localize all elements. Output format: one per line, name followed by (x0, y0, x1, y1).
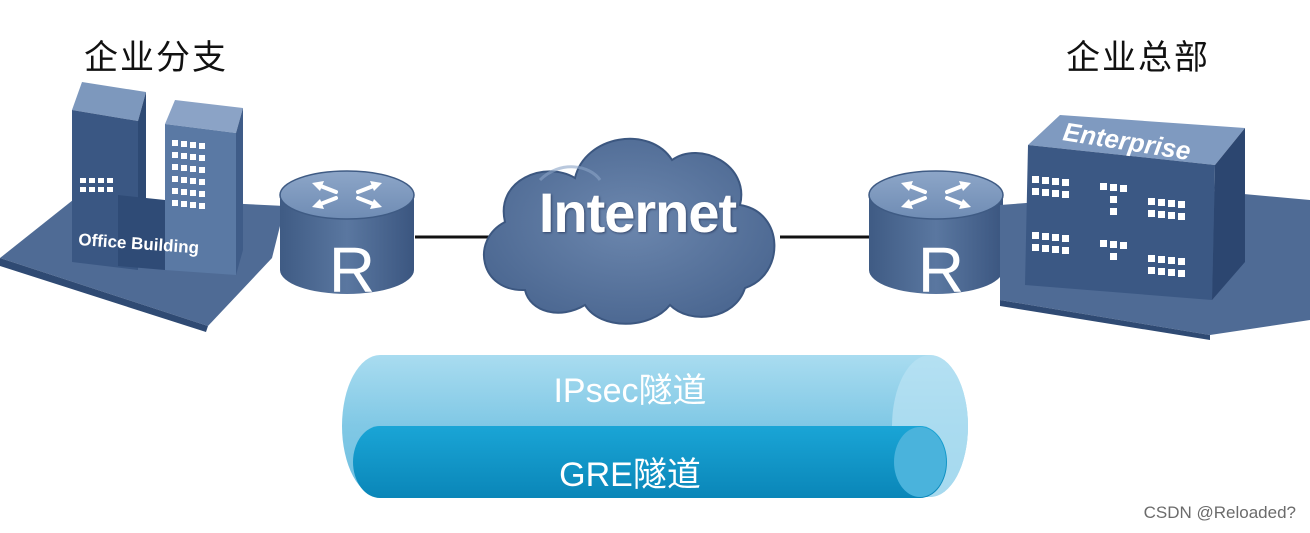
headquarters-site-title: 企业总部 (1066, 38, 1210, 78)
ipsec-tunnel-label: IPsec隧道 (553, 372, 707, 410)
branch-router-label: R (328, 234, 376, 306)
gre-tunnel (353, 426, 947, 498)
internet-cloud-icon (482, 137, 776, 325)
branch-site-title: 企业分支 (84, 38, 228, 78)
watermark-text: CSDN @Reloaded? (1143, 503, 1296, 522)
gre-tunnel-end-cap (894, 427, 946, 497)
gre-tunnel-label: GRE隧道 (559, 456, 701, 494)
hq-router-icon (868, 170, 1004, 294)
enterprise-building-icon: Enterprise (1000, 115, 1310, 340)
office-building-icon: Office Building (0, 82, 285, 332)
hq-router-label: R (917, 234, 965, 306)
branch-router-icon (279, 170, 415, 294)
internet-label: Internet (538, 181, 737, 244)
